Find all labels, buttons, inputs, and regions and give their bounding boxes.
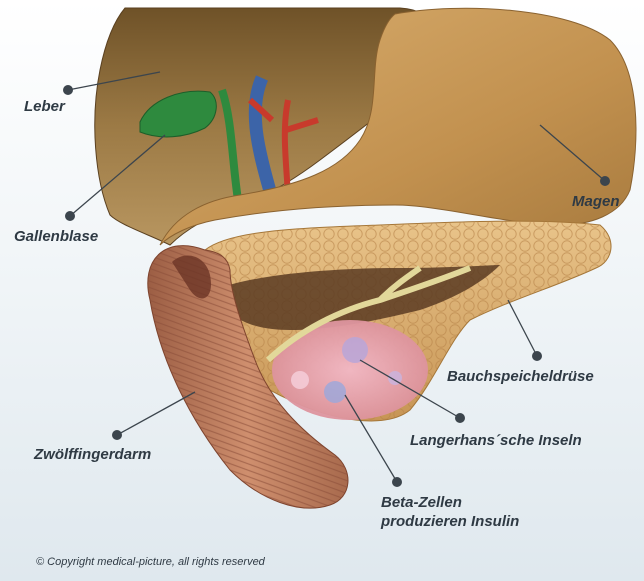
leader-dot-beta-zellen [392, 477, 402, 487]
leader-dot-langerhans [455, 413, 465, 423]
label-beta-zellen-line2: produzieren Insulin [381, 513, 519, 531]
leader-dot-magen [600, 176, 610, 186]
leader-dot-leber [63, 85, 73, 95]
copyright-notice: © Copyright medical-picture, all rights … [36, 556, 265, 568]
label-leber: Leber [24, 98, 65, 116]
label-beta-zellen-line1: Beta-Zellen [381, 494, 462, 512]
label-zwoelffingerdarm: Zwölffingerdarm [34, 446, 151, 464]
islet-cluster [342, 337, 368, 363]
label-langerhans: Langerhans´sche Inseln [410, 432, 582, 450]
islet-cluster [324, 381, 346, 403]
label-bauchspeicheldruese: Bauchspeicheldrüse [447, 368, 594, 386]
leader-dot-zwoelffingerdarm [112, 430, 122, 440]
leader-bauchspeicheldruese [508, 300, 537, 356]
leader-dot-gallenblase [65, 211, 75, 221]
label-magen: Magen [572, 193, 620, 211]
leader-zwoelffingerdarm [117, 392, 195, 435]
label-gallenblase: Gallenblase [14, 228, 98, 246]
leader-dot-bauchspeicheldruese [532, 351, 542, 361]
islet-cluster [291, 371, 309, 389]
